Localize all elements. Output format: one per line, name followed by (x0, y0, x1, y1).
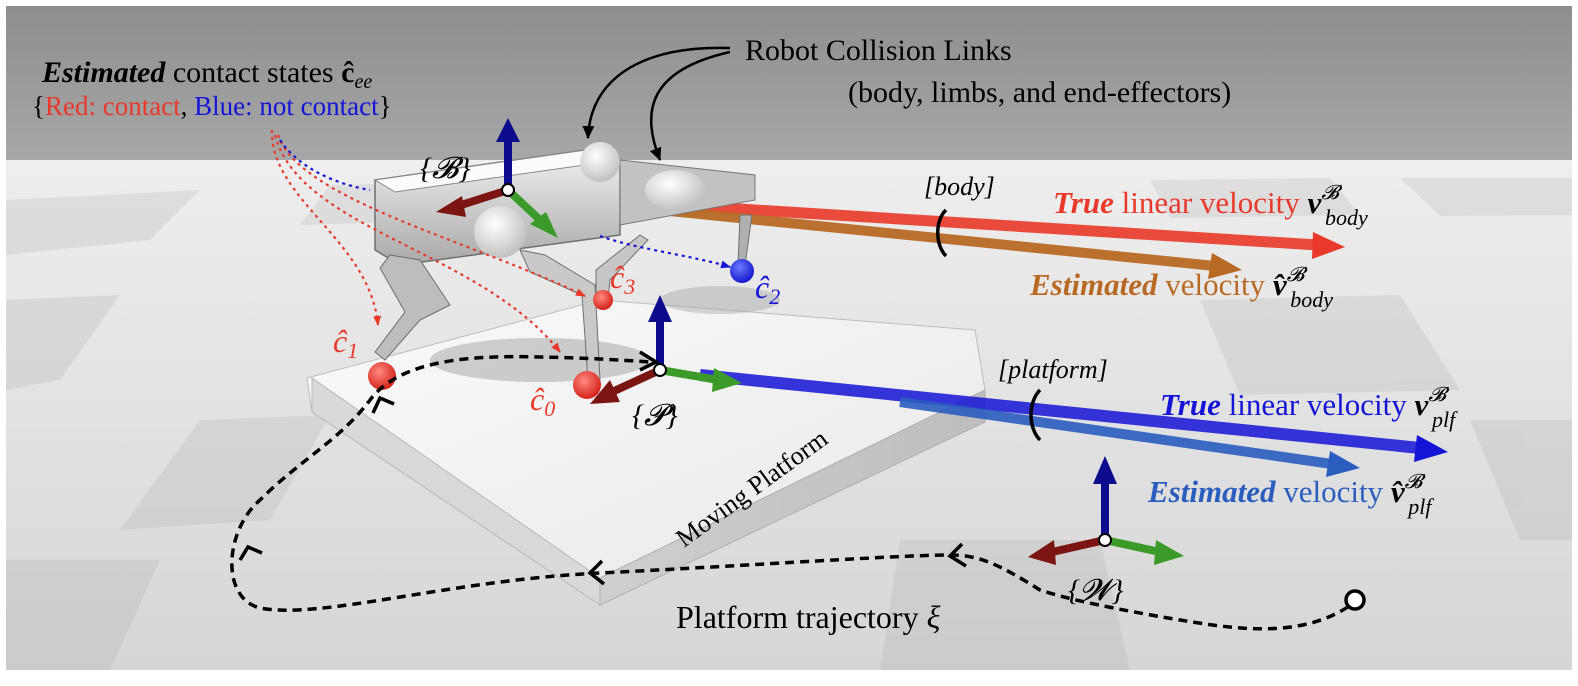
c2-subscript: 2 (769, 284, 780, 309)
trajectory-text: Platform trajectory (676, 599, 927, 635)
c0-subscript: 0 (544, 396, 555, 421)
est-plf-subscript: plf (1406, 494, 1434, 519)
c1-subscript: 1 (347, 338, 358, 363)
c3-symbol: ĉ (610, 259, 625, 295)
estimated-contact-rest: contact states (165, 56, 341, 89)
contact-label-2: ĉ2 (755, 269, 780, 309)
contact-leader-lines (270, 129, 731, 353)
true-body-symbol: v (1308, 185, 1323, 220)
contact-ball-1 (368, 362, 396, 390)
estimated-contact-symbol: ĉ (341, 56, 354, 89)
velocity-arrows (609, 195, 1448, 477)
legend-comma: , (181, 91, 195, 121)
collision-subtitle: (body, limbs, and end-effectors) (848, 76, 1231, 109)
est-body-subscript: body (1290, 287, 1333, 312)
legend-brace-close: } (379, 91, 392, 121)
true-plf-bold: True (1160, 387, 1221, 422)
platform-tag: [platform] (998, 355, 1108, 384)
collision-title: Robot Collision Links (745, 34, 1012, 67)
est-body-superscript: 𝓑 (1287, 264, 1309, 286)
est-body-symbol: v̂ (1273, 267, 1288, 302)
sky-background (6, 6, 1572, 170)
estimated-contact-title: Estimated contact states ĉee (41, 56, 372, 93)
platform-velocity-marker (1029, 388, 1042, 442)
contact-label-3: ĉ3 (610, 259, 635, 299)
contact-ball-0 (573, 371, 601, 399)
collision-pointer-arrows (582, 46, 731, 161)
contact-label-0: ĉ0 (530, 381, 555, 421)
estimated-contact-bold: Estimated (41, 56, 166, 89)
true-plf-subscript: plf (1430, 407, 1458, 432)
est-plf-bold: Estimated (1147, 474, 1276, 509)
frame-W-axes (1028, 456, 1184, 565)
body-velocity-marker (936, 208, 948, 258)
est-body-bold: Estimated (1029, 267, 1158, 302)
legend-red-contact: Red: contact (45, 91, 181, 121)
c3-subscript: 3 (623, 274, 635, 299)
est-plf-rest: velocity (1275, 474, 1390, 509)
trajectory-label: Platform trajectory ξ (676, 599, 941, 635)
contact-legend: {Red: contact, Blue: not contact} (32, 91, 392, 121)
platform-trajectory (230, 350, 1366, 631)
checker-floor (6, 178, 1572, 670)
frame-B-axes (436, 118, 558, 238)
true-plf-rest: linear velocity (1221, 387, 1415, 422)
frame-P-axes (590, 295, 742, 404)
true-body-rest: linear velocity (1114, 185, 1308, 220)
frame-P-label: {𝓟} (632, 399, 678, 432)
c2-symbol: ĉ (755, 269, 770, 305)
c1-symbol: ĉ (333, 323, 348, 359)
contact-ball-3 (593, 290, 613, 310)
frame-B-label: {𝓑} (420, 152, 470, 185)
frame-W-label: {𝓦} (1068, 574, 1123, 607)
estimated-contact-subscript: ee (354, 71, 372, 93)
trajectory-symbol: ξ (927, 599, 941, 635)
contact-ball-2 (730, 259, 754, 283)
true-body-bold: True (1053, 185, 1114, 220)
est-plf-symbol: v̂ (1391, 474, 1406, 509)
est-body-rest: velocity (1157, 267, 1272, 302)
contact-label-1: ĉ1 (333, 323, 358, 363)
c0-symbol: ĉ (530, 381, 545, 417)
true-body-superscript: 𝓑 (1321, 182, 1343, 204)
legend-blue-not-contact: Blue: not contact (194, 91, 379, 121)
est-plf-superscript: 𝓑 (1405, 471, 1427, 493)
true-plf-symbol: v (1415, 387, 1430, 422)
hip-joint (474, 206, 526, 258)
true-plf-superscript: 𝓑 (1428, 384, 1450, 406)
legend-brace-open: { (32, 91, 45, 121)
body-tag: [body] (924, 172, 995, 201)
true-body-subscript: body (1325, 205, 1368, 230)
